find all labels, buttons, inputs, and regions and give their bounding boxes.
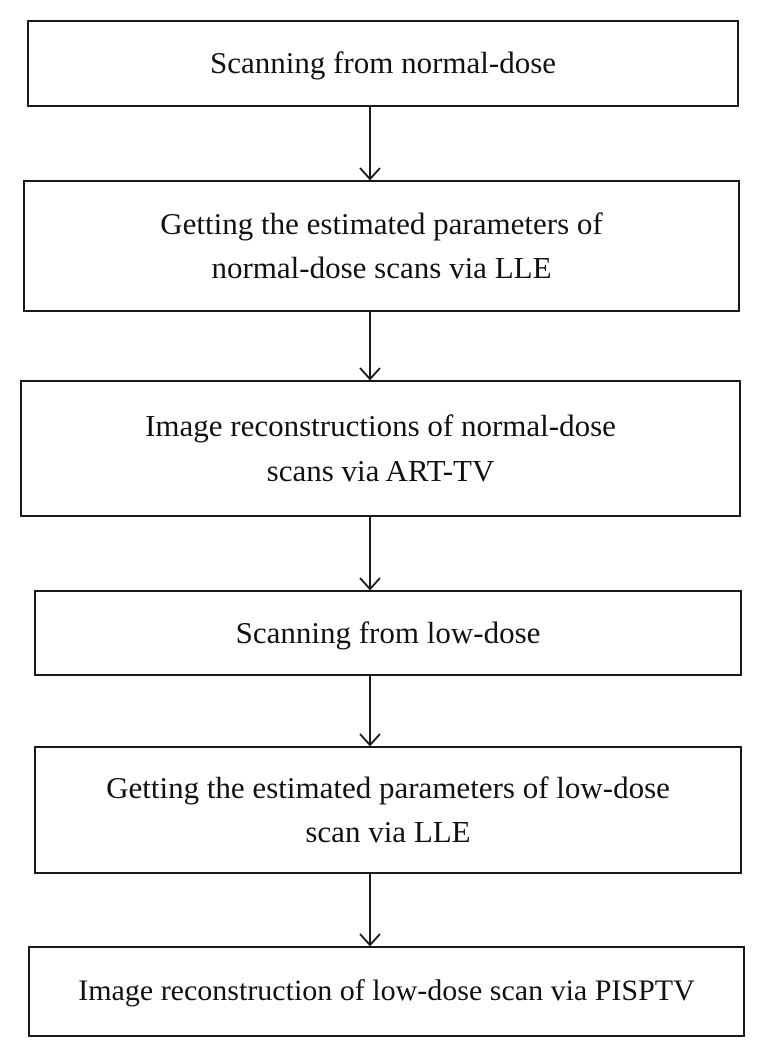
step-estimate-params-normal-dose: Getting the estimated parameters of norm… — [23, 180, 740, 312]
arrow-s1-to-s2 — [359, 107, 381, 181]
arrow-head-icon — [359, 577, 381, 591]
arrow-s4-to-s5 — [359, 676, 381, 747]
step-estimate-params-low-dose: Getting the estimated parameters of low-… — [34, 746, 742, 874]
step-reconstruct-normal-dose: Image reconstructions of normal-dose sca… — [20, 380, 741, 517]
step-label: Getting the estimated parameters of norm… — [160, 205, 603, 285]
step-label: Image reconstructions of normal-dose sca… — [145, 408, 616, 488]
arrow-s5-to-s6 — [359, 874, 381, 947]
arrow-head-icon — [359, 367, 381, 381]
arrow-s3-to-s4 — [359, 517, 381, 591]
step-label: Image reconstruction of low-dose scan vi… — [78, 974, 695, 1008]
step-reconstruct-low-dose: Image reconstruction of low-dose scan vi… — [28, 946, 745, 1037]
arrow-head-icon — [359, 933, 381, 947]
step-label: Scanning from normal-dose — [209, 45, 557, 81]
step-scanning-normal-dose: Scanning from normal-dose — [27, 20, 739, 107]
step-label: Scanning from low-dose — [235, 614, 541, 650]
arrow-s2-to-s3 — [359, 312, 381, 381]
arrow-head-icon — [359, 167, 381, 181]
step-label: Getting the estimated parameters of low-… — [106, 769, 670, 849]
step-scanning-low-dose: Scanning from low-dose — [34, 590, 742, 676]
arrow-head-icon — [359, 733, 381, 747]
